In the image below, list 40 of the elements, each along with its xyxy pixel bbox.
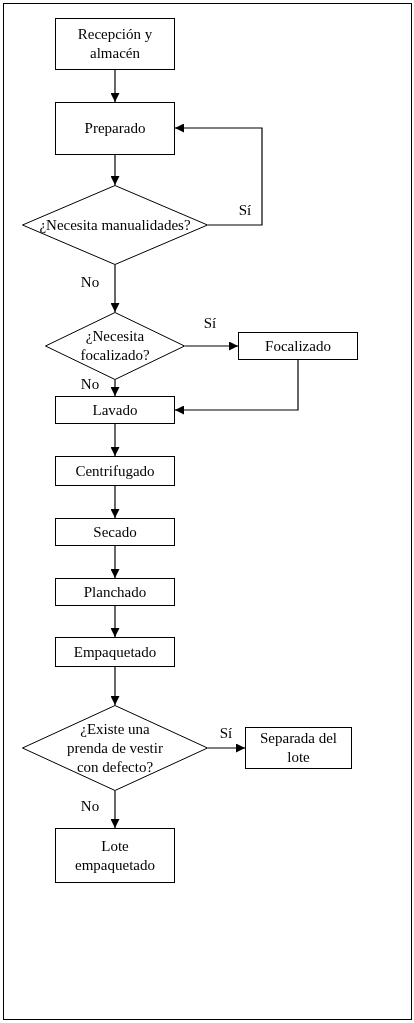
box-label: Secado <box>92 522 138 542</box>
decision-text: ¿Necesita focalizado? <box>79 327 151 365</box>
process-box <box>55 578 175 606</box>
arrow <box>110 423 120 457</box>
box-label: Centrifugado <box>74 461 156 481</box>
arrow <box>110 69 120 103</box>
process-box <box>55 518 175 546</box>
arrow <box>174 123 263 226</box>
box-label: Planchado <box>82 582 148 602</box>
arrow <box>110 264 120 313</box>
arrow <box>184 341 239 351</box>
arrow <box>110 545 120 579</box>
arrow <box>110 790 120 829</box>
process-box <box>245 727 352 769</box>
process-box <box>55 396 175 424</box>
box-label: Preparado <box>83 119 147 138</box>
arrow <box>110 379 120 397</box>
process-box <box>55 456 175 486</box>
decision-diamond <box>22 185 208 265</box>
decision-text: ¿Existe una prenda de vestir con defecto? <box>66 719 164 777</box>
arrow <box>110 605 120 638</box>
arrow <box>110 154 120 186</box>
box-label: Lote empaquetado <box>74 836 156 875</box>
decision-diamond <box>22 705 208 791</box>
box-label: Lavado <box>91 400 139 420</box>
arrow <box>110 666 120 706</box>
process-box <box>55 828 175 883</box>
process-box <box>55 637 175 667</box>
arrow <box>174 359 299 415</box>
process-box <box>55 102 175 155</box>
box-label: Empaquetado <box>72 642 158 662</box>
arrow <box>207 743 246 753</box>
process-box <box>55 18 175 70</box>
box-label: Recepción y almacén <box>76 25 154 63</box>
process-box <box>238 332 358 360</box>
decision-diamond <box>45 312 185 380</box>
decision-text: ¿Necesita manualidades? <box>38 215 192 235</box>
box-label: Focalizado <box>264 336 332 356</box>
arrow <box>110 485 120 519</box>
box-label: Separada del lote <box>258 729 338 767</box>
